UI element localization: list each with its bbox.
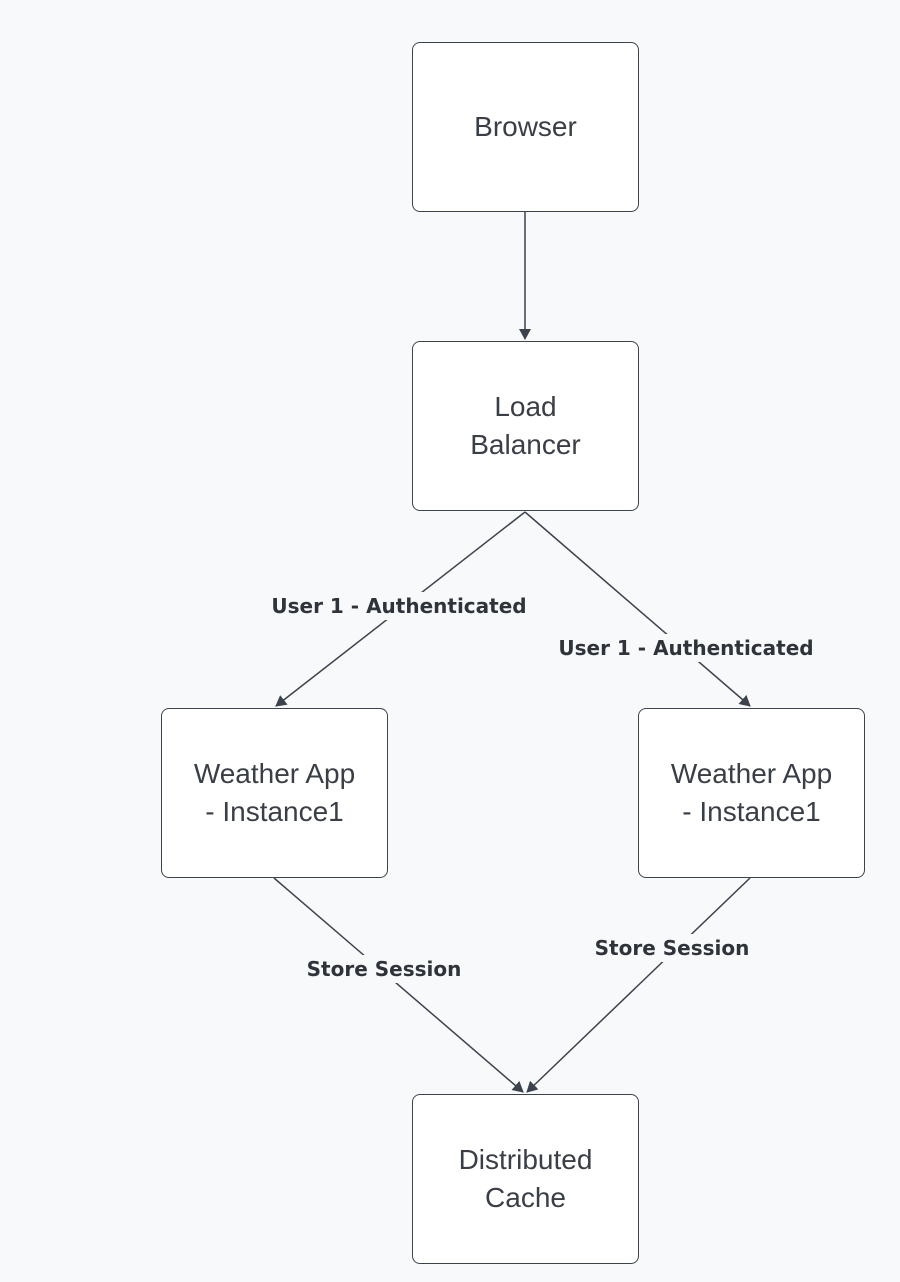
edge-label-right-to-cache: Store Session: [590, 934, 754, 962]
node-browser[interactable]: Browser: [412, 42, 639, 212]
node-browser-label-line1: Browser: [474, 111, 577, 142]
node-load-balancer[interactable]: Load Balancer: [412, 341, 639, 511]
edge-load-balancer-to-instance-right: [524, 511, 751, 707]
node-distributed-cache-label: Distributed Cache: [459, 1141, 593, 1217]
node-load-balancer-label-line1: Load: [494, 391, 557, 422]
node-load-balancer-label: Load Balancer: [470, 388, 581, 464]
node-weather-app-instance-left-label: Weather App - Instance1: [194, 755, 355, 831]
edge-instance-right-to-cache: [526, 877, 751, 1093]
node-distributed-cache-label-line2: Cache: [485, 1182, 566, 1213]
node-weather-app-instance-right[interactable]: Weather App - Instance1: [638, 708, 865, 878]
node-distributed-cache[interactable]: Distributed Cache: [412, 1094, 639, 1264]
node-weather-app-instance-left-label-line1: Weather App: [193, 758, 356, 789]
edge-label-lb-to-right: User 1 - Authenticated: [554, 634, 818, 662]
node-load-balancer-label-line2: Balancer: [470, 429, 581, 460]
node-weather-app-instance-left-label-line2: - Instance1: [205, 796, 344, 827]
node-weather-app-instance-right-label-line1: Weather App: [670, 758, 833, 789]
edge-label-left-to-cache: Store Session: [302, 955, 466, 983]
edge-instance-left-to-cache: [273, 877, 524, 1093]
edge-label-lb-to-left: User 1 - Authenticated: [267, 592, 531, 620]
node-weather-app-instance-left[interactable]: Weather App - Instance1: [161, 708, 388, 878]
node-distributed-cache-label-line1: Distributed: [458, 1144, 593, 1175]
node-weather-app-instance-right-label: Weather App - Instance1: [671, 755, 832, 831]
node-weather-app-instance-right-label-line2: - Instance1: [682, 796, 821, 827]
node-browser-label: Browser: [474, 108, 577, 146]
